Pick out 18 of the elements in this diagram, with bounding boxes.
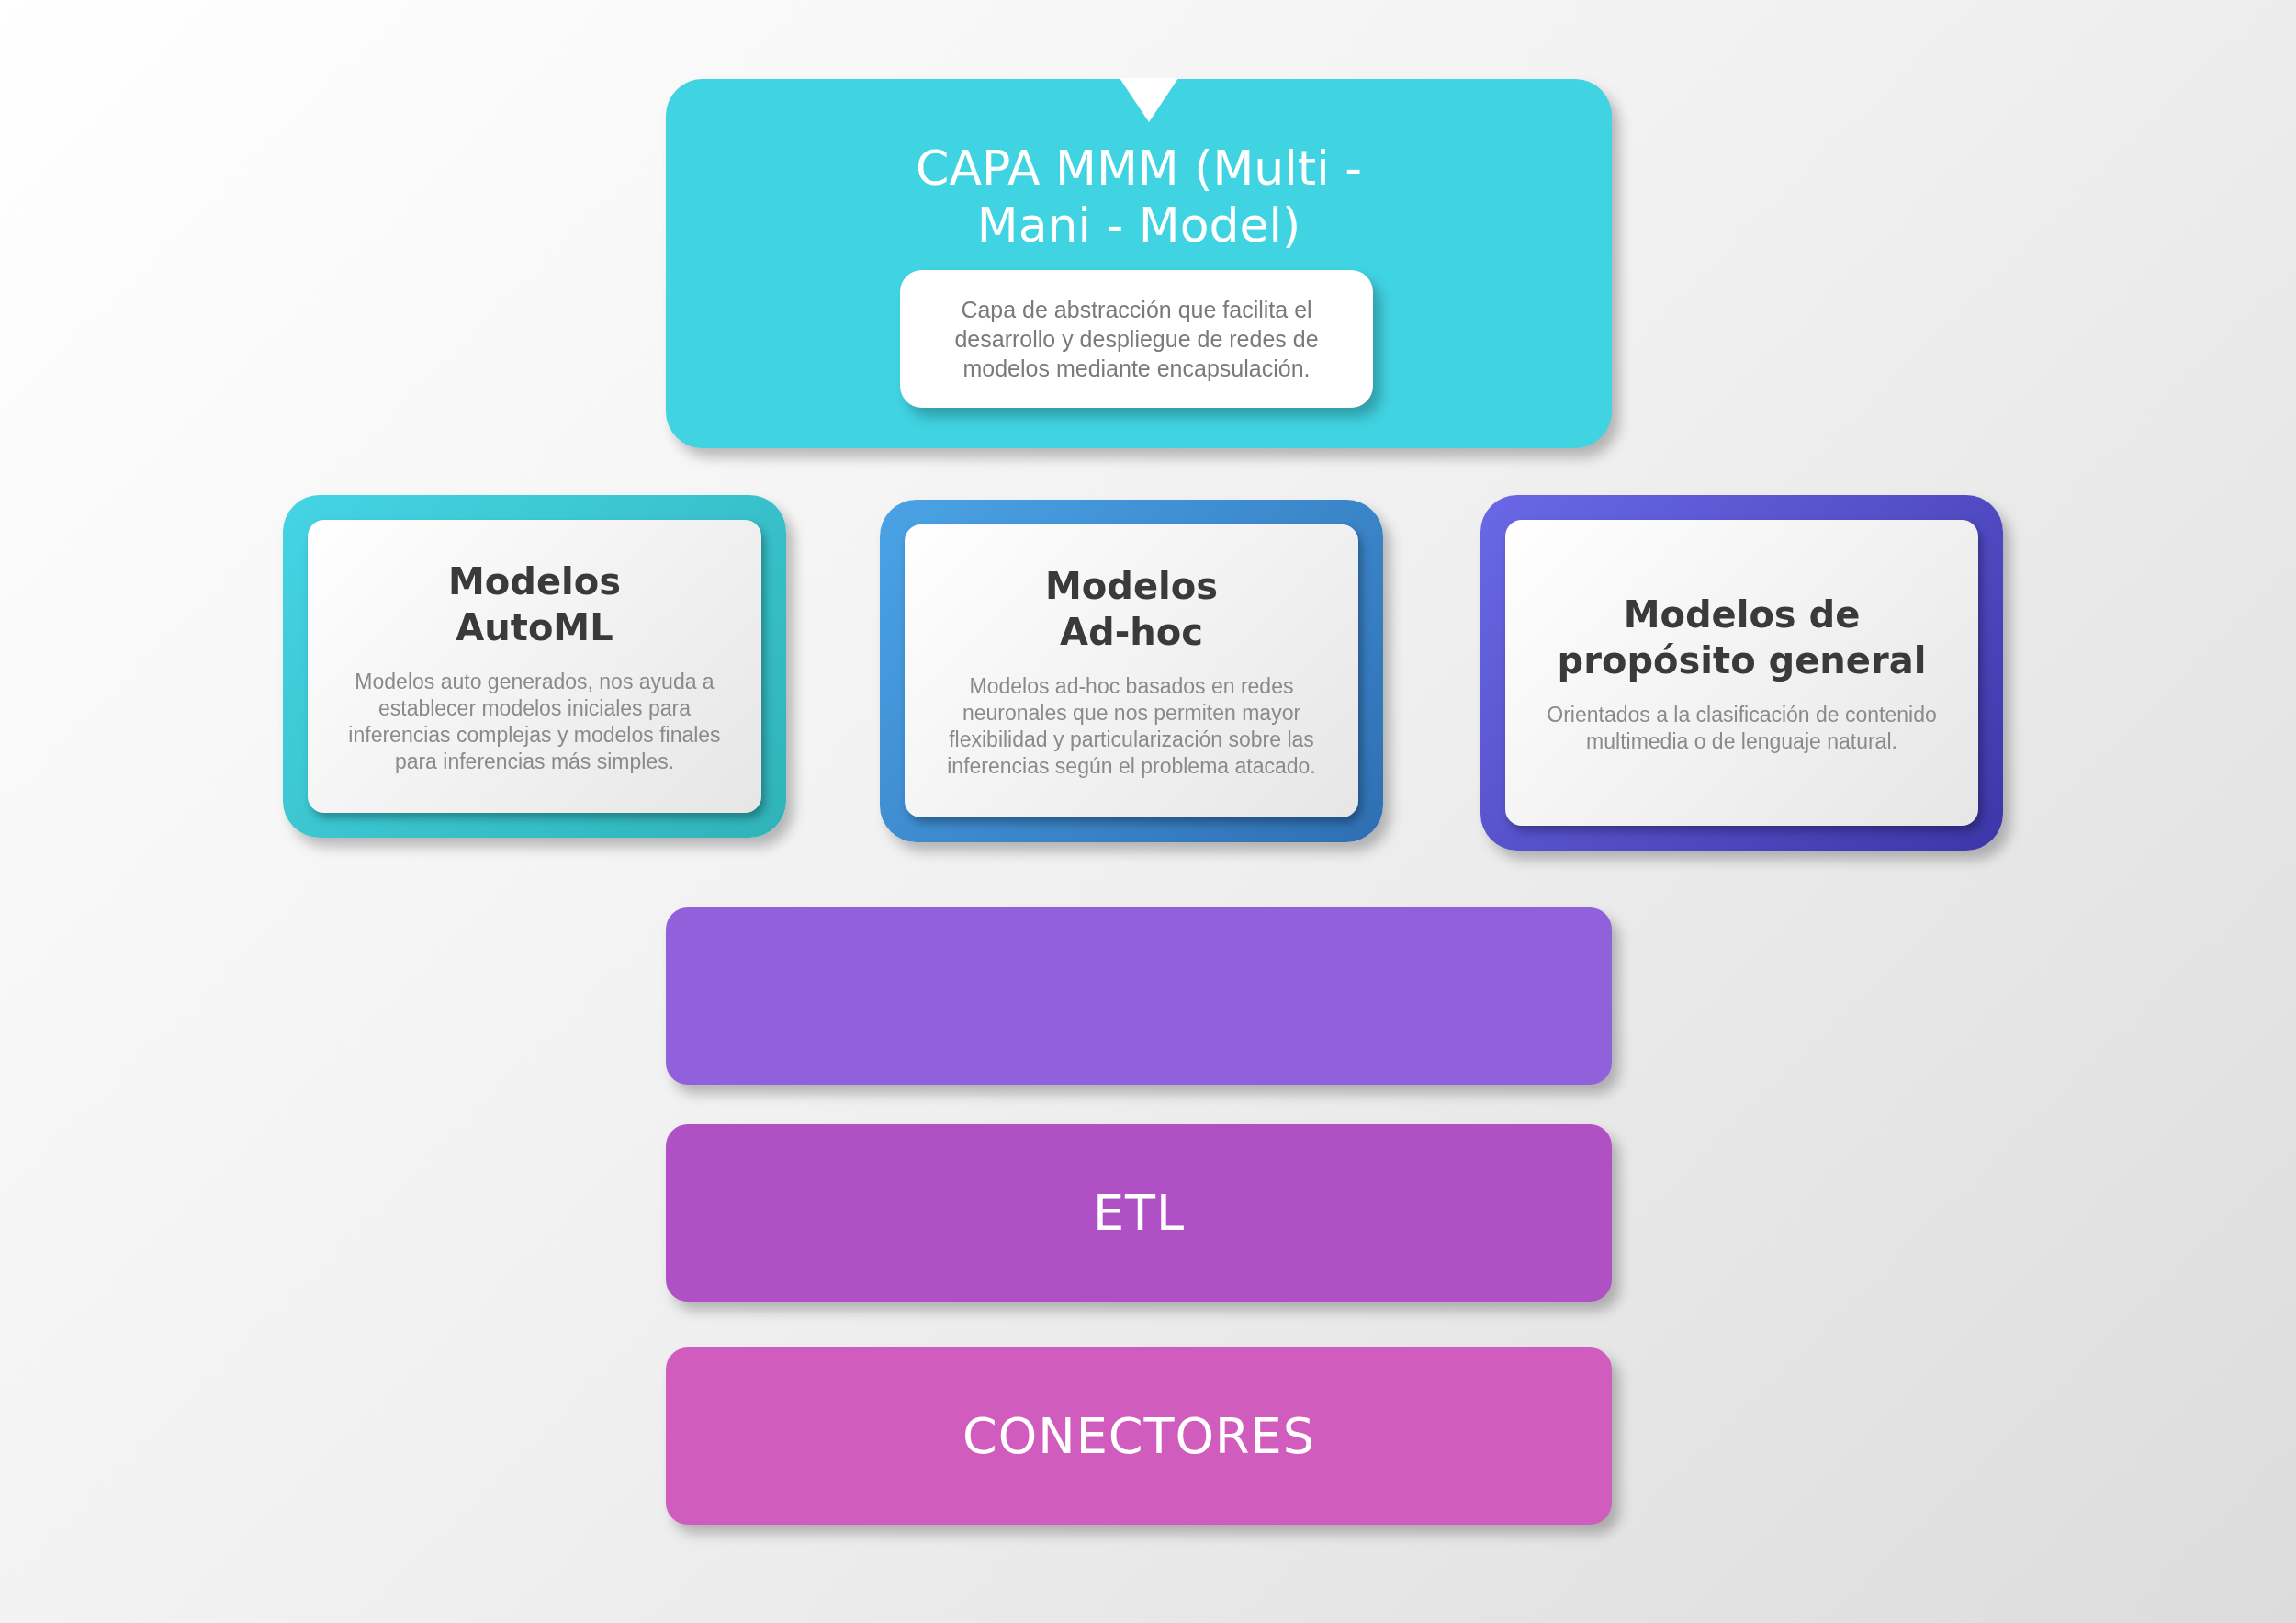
layer-title: CAPA MMM (Multi - Mani - Model) xyxy=(915,140,1363,254)
layer-band xyxy=(666,1347,1612,1525)
description-text: Capa de abstracción que facilita el desarrollo y despliegue de redes de modelos mediante encapsulación. xyxy=(953,296,1320,383)
card-description: Orientados a la clasificación de contenido multimedia o de lenguaje natural. xyxy=(1546,701,1938,755)
card-title: Modelos Ad-hoc xyxy=(1043,563,1219,655)
card-description: Modelos ad-hoc basados en redes neuronales que nos permiten mayor flexibilidad y particularización sobre las inferencias según el problema atacado. xyxy=(946,672,1317,780)
model-card xyxy=(283,495,786,838)
layer-band xyxy=(666,907,1612,1085)
description-card xyxy=(900,270,1373,408)
model-card xyxy=(1480,495,2003,851)
layer-label: ETL xyxy=(1092,1184,1186,1242)
layer-panel xyxy=(666,79,1612,448)
card-description: Modelos auto generados, nos ayuda a establecer modelos iniciales para inferencias complejas y modelos finales para inferencias más simples. xyxy=(347,668,722,775)
layer-label: CONECTORES xyxy=(962,1407,1315,1465)
card-title: Modelos AutoML xyxy=(446,558,622,650)
card-title: Modelos de propósito general xyxy=(1556,592,1928,683)
layer-band xyxy=(666,1124,1612,1302)
model-card xyxy=(880,500,1383,842)
